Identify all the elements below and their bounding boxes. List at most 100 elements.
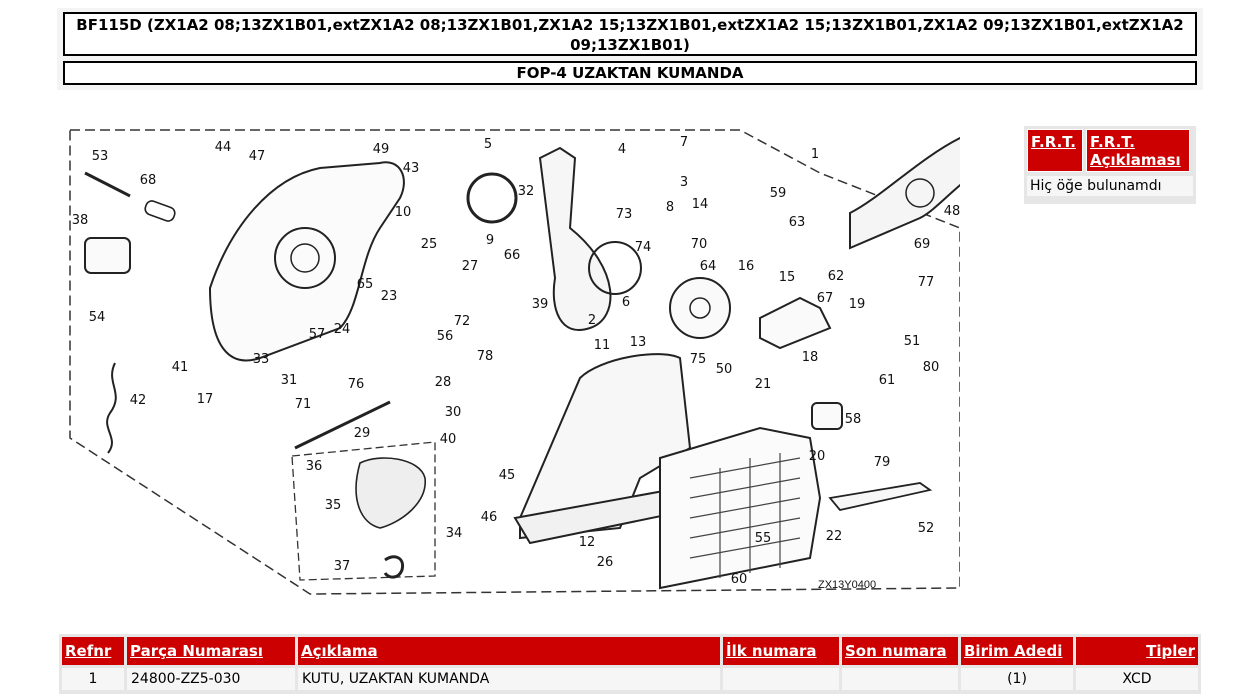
- callout-label-46: 46: [481, 510, 498, 525]
- callout-label-34: 34: [446, 526, 463, 541]
- tube-part: [144, 200, 176, 222]
- callout-label-65: 65: [357, 277, 374, 292]
- callout-label-2: 2: [588, 313, 596, 328]
- model-title: BF115D (ZX1A2 08;13ZX1B01,extZX1A2 08;13…: [63, 12, 1197, 56]
- callout-label-73: 73: [616, 207, 633, 222]
- callout-label-1: 1: [811, 147, 819, 162]
- section-title: FOP-4 UZAKTAN KUMANDA: [63, 61, 1197, 85]
- parts-table: Refnr Parça Numarası Açıklama İlk numara…: [59, 634, 1201, 693]
- callout-label-47: 47: [249, 149, 266, 164]
- callout-label-10: 10: [395, 205, 412, 220]
- part-number-header-label: Parça Numarası: [130, 642, 263, 660]
- callout-label-24: 24: [334, 322, 351, 337]
- unit-qty-header-label: Birim Adedi: [964, 642, 1063, 660]
- diagram-code: ZX13Y0400: [818, 579, 876, 591]
- callout-label-28: 28: [435, 375, 452, 390]
- callout-label-22: 22: [826, 529, 843, 544]
- grid-panel-slots: [689, 453, 801, 578]
- callout-label-54: 54: [89, 310, 106, 325]
- ref-column-header[interactable]: Refnr: [62, 637, 124, 665]
- key-switch-part: [84, 237, 131, 274]
- callout-label-76: 76: [348, 377, 365, 392]
- callout-label-77: 77: [918, 275, 935, 290]
- description-column-header[interactable]: Açıklama: [298, 637, 720, 665]
- callout-label-66: 66: [504, 248, 521, 263]
- callout-label-43: 43: [403, 161, 420, 176]
- callout-label-8: 8: [666, 200, 674, 215]
- table-row[interactable]: 1 24800-ZZ5-030 KUTU, UZAKTAN KUMANDA (1…: [62, 668, 1198, 690]
- ref-cell: 1: [62, 668, 124, 690]
- callout-label-9: 9: [486, 233, 494, 248]
- last-number-column-header[interactable]: Son numara: [842, 637, 958, 665]
- frt-column-header[interactable]: F.R.T.: [1027, 129, 1083, 172]
- types-header-label: Tipler: [1146, 642, 1195, 660]
- side-cover-part: [519, 353, 692, 540]
- callout-label-26: 26: [597, 555, 614, 570]
- bracket-part: [759, 296, 832, 350]
- callout-label-75: 75: [690, 352, 707, 367]
- callout-label-27: 27: [462, 259, 479, 274]
- callout-label-71: 71: [295, 397, 312, 412]
- callout-label-60: 60: [731, 572, 748, 587]
- unit-qty-column-header[interactable]: Birim Adedi: [961, 637, 1073, 665]
- callout-label-32: 32: [518, 184, 535, 199]
- callout-label-70: 70: [691, 237, 708, 252]
- callout-label-14: 14: [692, 197, 709, 212]
- callout-label-62: 62: [828, 269, 845, 284]
- switch-part: [811, 402, 843, 430]
- first-number-cell: [723, 668, 839, 690]
- last-number-cell: [842, 668, 958, 690]
- callout-label-78: 78: [477, 349, 494, 364]
- gear-plate-part: [669, 277, 731, 339]
- types-cell: XCD: [1076, 668, 1198, 690]
- callout-label-45: 45: [499, 468, 516, 483]
- logo-plate-part: [849, 137, 960, 250]
- first-number-header-label: İlk numara: [726, 642, 817, 660]
- callout-label-56: 56: [437, 329, 454, 344]
- callout-label-79: 79: [874, 455, 891, 470]
- control-housing-part: [208, 161, 405, 362]
- callout-label-25: 25: [421, 237, 438, 252]
- callout-label-58: 58: [845, 412, 862, 427]
- callout-label-21: 21: [755, 377, 772, 392]
- grid-panel-part: [659, 426, 822, 590]
- callout-label-13: 13: [630, 335, 647, 350]
- last-number-header-label: Son numara: [845, 642, 947, 660]
- callout-label-11: 11: [594, 338, 611, 353]
- callout-label-18: 18: [802, 350, 819, 365]
- callout-label-7: 7: [680, 135, 688, 150]
- callout-label-64: 64: [700, 259, 717, 274]
- callout-labels: 1234567891011121314151617181920212223242…: [72, 135, 960, 587]
- wire-harness-part: [355, 457, 426, 529]
- parts-table-panel: Refnr Parça Numarası Açıklama İlk numara…: [59, 634, 1201, 694]
- types-column-header[interactable]: Tipler: [1076, 637, 1198, 665]
- callout-label-52: 52: [918, 521, 935, 536]
- callout-label-36: 36: [306, 459, 323, 474]
- callout-label-59: 59: [770, 186, 787, 201]
- arm-part: [828, 482, 933, 511]
- callout-label-55: 55: [755, 531, 772, 546]
- callout-label-69: 69: [914, 237, 931, 252]
- callout-label-29: 29: [354, 426, 371, 441]
- ref-header-label: Refnr: [65, 642, 112, 660]
- callout-label-67: 67: [817, 291, 834, 306]
- parts-table-header-row: Refnr Parça Numarası Açıklama İlk numara…: [62, 637, 1198, 665]
- housing-hub-part: [274, 227, 336, 289]
- callout-label-17: 17: [197, 392, 214, 407]
- callout-label-40: 40: [440, 432, 457, 447]
- callout-label-35: 35: [325, 498, 342, 513]
- first-number-column-header[interactable]: İlk numara: [723, 637, 839, 665]
- frt-panel: F.R.T. F.R.T. Açıklaması Hiç öğe bulunam…: [1024, 126, 1196, 204]
- lever-hub-part: [588, 241, 642, 295]
- callout-label-12: 12: [579, 535, 596, 550]
- part-number-column-header[interactable]: Parça Numarası: [127, 637, 295, 665]
- callout-label-72: 72: [454, 314, 471, 329]
- frt-description-column-header[interactable]: F.R.T. Açıklaması: [1086, 129, 1190, 172]
- description-cell: KUTU, UZAKTAN KUMANDA: [298, 668, 720, 690]
- callout-label-38: 38: [72, 213, 89, 228]
- callout-label-44: 44: [215, 140, 232, 155]
- callout-label-4: 4: [618, 142, 626, 157]
- callout-label-31: 31: [281, 373, 298, 388]
- bolt-part: [84, 171, 131, 198]
